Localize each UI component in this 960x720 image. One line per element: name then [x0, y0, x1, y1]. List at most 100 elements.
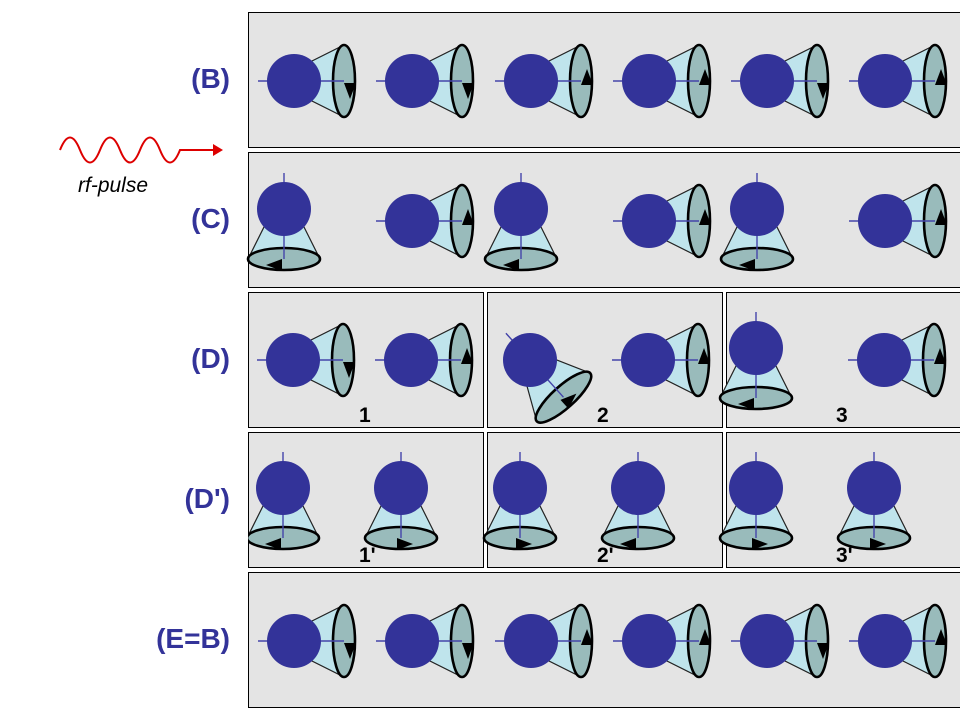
- precession-arrow-icon: [344, 83, 356, 99]
- precession-arrow-icon: [503, 259, 519, 271]
- spin-4: [613, 603, 712, 679]
- spin-1: [248, 452, 321, 551]
- row-label-c: (C): [191, 203, 230, 234]
- spin-1: [246, 173, 322, 272]
- precession-arrow-icon: [581, 629, 593, 645]
- spin-sphere: [740, 614, 794, 668]
- spin-4: [612, 322, 711, 398]
- spin-sphere: [374, 461, 428, 515]
- spin-sphere: [504, 614, 558, 668]
- spin-6: [849, 43, 948, 119]
- precession-arrow-icon: [516, 538, 532, 550]
- spin-sphere: [622, 194, 676, 248]
- panel-b: [248, 12, 960, 148]
- precession-arrow-icon: [462, 209, 474, 225]
- precession-arrow-icon: [817, 643, 829, 659]
- spin-sphere: [740, 54, 794, 108]
- precession-arrow-icon: [699, 209, 711, 225]
- row-label-d: (D): [191, 343, 230, 374]
- spin-sphere: [858, 54, 912, 108]
- spin-sphere: [729, 321, 783, 375]
- spin-sphere: [730, 182, 784, 236]
- precession-arrow-icon: [581, 69, 593, 85]
- spin-sphere: [385, 194, 439, 248]
- spin-6: [849, 603, 948, 679]
- spin-4: [600, 452, 676, 551]
- precession-arrow-icon: [265, 538, 281, 550]
- spin-sphere: [256, 461, 310, 515]
- precession-arrow-icon: [870, 538, 886, 550]
- rf-pulse-wave: [59, 136, 213, 164]
- spin-sphere: [621, 333, 675, 387]
- spin-sphere: [267, 614, 321, 668]
- panel-b-diagram: [258, 43, 948, 119]
- precession-arrow-icon: [935, 209, 947, 225]
- precession-arrow-icon: [698, 348, 710, 364]
- subpanel-number-3: 3: [836, 404, 848, 427]
- spin-sphere: [847, 461, 901, 515]
- precession-arrow-icon: [620, 538, 636, 550]
- panel-e: [248, 572, 960, 708]
- spin-4: [613, 183, 712, 259]
- spin-5: [719, 173, 795, 272]
- subpanel-number-2: 2: [597, 404, 609, 427]
- precession-arrow-icon: [397, 538, 413, 550]
- spin-6: [848, 322, 947, 398]
- spin-3: [495, 43, 594, 119]
- spin-1: [258, 603, 357, 679]
- spin-1: [257, 322, 356, 398]
- subpanel-number-2-prime: 2': [597, 544, 614, 567]
- panel-c-diagram: [246, 173, 948, 272]
- precession-arrow-icon: [935, 69, 947, 85]
- row-label-d-prime: (D'): [184, 483, 230, 514]
- panel-c: [246, 152, 960, 288]
- spin-sphere: [266, 333, 320, 387]
- spin-3: [482, 452, 558, 551]
- spin-2: [376, 43, 475, 119]
- spin-6: [836, 452, 912, 551]
- spin-sphere: [384, 333, 438, 387]
- spin-3: [503, 332, 593, 424]
- spin-5: [731, 43, 830, 119]
- rf-pulse-label: rf-pulse: [78, 174, 149, 197]
- precession-arrow-icon: [935, 629, 947, 645]
- precession-arrow-icon: [560, 393, 577, 409]
- spin-5: [718, 312, 794, 411]
- panel-e-diagram: [258, 603, 948, 679]
- precession-arrow-icon: [739, 259, 755, 271]
- spin-sphere: [622, 614, 676, 668]
- spin-5: [718, 452, 794, 551]
- spin-sphere: [385, 54, 439, 108]
- subpanel-number-1: 1: [359, 404, 371, 427]
- precession-arrow-icon: [461, 348, 473, 364]
- spin-3: [495, 603, 594, 679]
- spin-2: [363, 452, 439, 551]
- subpanel-number-3-prime: 3': [836, 544, 853, 567]
- precession-arrow-icon: [266, 259, 282, 271]
- spin-1: [258, 43, 357, 119]
- spin-sphere: [267, 54, 321, 108]
- panel-dp-diagram: [248, 452, 912, 551]
- rf-pulse-wave-icon: [59, 136, 223, 164]
- precession-arrow-icon: [343, 362, 355, 378]
- precession-arrow-icon: [934, 348, 946, 364]
- precession-arrow-icon: [344, 643, 356, 659]
- spin-sphere: [729, 461, 783, 515]
- spin-sphere: [493, 461, 547, 515]
- rf-pulse-arrowhead: [213, 144, 223, 156]
- spin-sphere: [494, 182, 548, 236]
- spin-4: [613, 43, 712, 119]
- spin-sphere: [504, 54, 558, 108]
- spin-6: [849, 183, 948, 259]
- spin-2: [375, 322, 474, 398]
- row-label-b: (B): [191, 63, 230, 94]
- precession-arrow-icon: [462, 643, 474, 659]
- subpanel-number-1-prime: 1': [359, 544, 376, 567]
- spin-3: [483, 173, 559, 272]
- spin-sphere: [858, 194, 912, 248]
- spin-5: [731, 603, 830, 679]
- precession-arrow-icon: [699, 69, 711, 85]
- spin-2: [376, 183, 475, 259]
- precession-arrow-icon: [738, 398, 754, 410]
- precession-arrow-icon: [752, 538, 768, 550]
